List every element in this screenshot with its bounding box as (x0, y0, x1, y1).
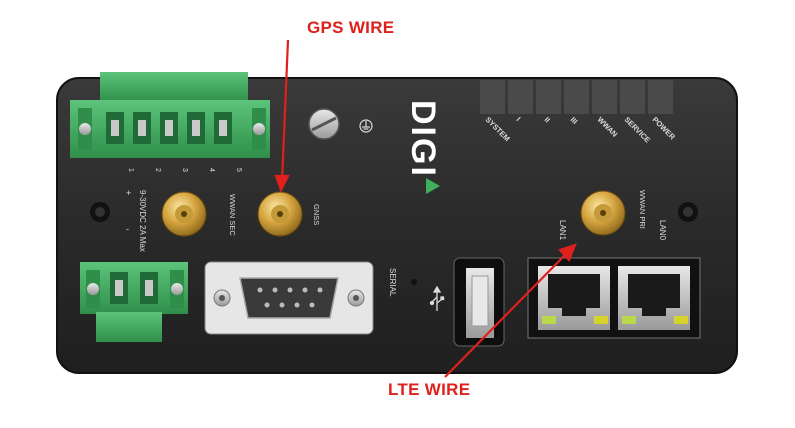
power-spec-label: 9-30VDC 2A Max (138, 190, 147, 252)
serial-label: SERIAL (388, 268, 397, 297)
lan1-label: LAN1 (558, 220, 567, 241)
ground-symbol-icon (359, 119, 373, 133)
lte-wire-callout: LTE WIRE (388, 380, 471, 399)
usb-port (453, 257, 505, 347)
wwan-pri-connector (580, 190, 626, 236)
wwan-pri-label: WWAN PRI (638, 190, 647, 229)
ground-screw (308, 108, 340, 140)
power-minus-symbol: - (126, 224, 129, 234)
ethernet-ports (527, 257, 701, 339)
gps-wire-callout: GPS WIRE (307, 18, 395, 37)
lte-wire-arrow (444, 243, 577, 378)
power-plus-symbol: + (126, 188, 131, 198)
terminal-number: 5 (235, 168, 242, 172)
mount-hole-right (678, 202, 698, 222)
terminal-number: 3 (181, 168, 188, 172)
terminal-number: 1 (127, 168, 134, 172)
reset-pinhole (411, 279, 417, 285)
mount-hole-left (90, 202, 110, 222)
brand-accent-mark (426, 178, 440, 194)
terminal-numbers: 1 2 3 4 5 (127, 168, 242, 172)
gnss-connector (257, 191, 303, 237)
gnss-label: GNSS (312, 204, 321, 225)
led-vents (480, 80, 673, 114)
led-label-signal-2: II (543, 115, 552, 124)
serial-port (204, 261, 374, 335)
gps-wire-arrow (274, 39, 290, 193)
led-label-signal-3: III (569, 115, 580, 126)
wwan-sec-label: WWAN SEC (228, 194, 237, 236)
usb-trident-icon (429, 285, 445, 311)
brand-logo: DIGI (404, 100, 442, 178)
led-label-signal-1: I (515, 115, 523, 123)
terminal-number: 2 (154, 168, 161, 172)
terminal-block-power (80, 262, 188, 342)
lan0-label: LAN0 (658, 220, 667, 241)
wwan-sec-connector (161, 191, 207, 237)
terminal-block-top (70, 72, 270, 158)
terminal-number: 4 (208, 168, 215, 172)
